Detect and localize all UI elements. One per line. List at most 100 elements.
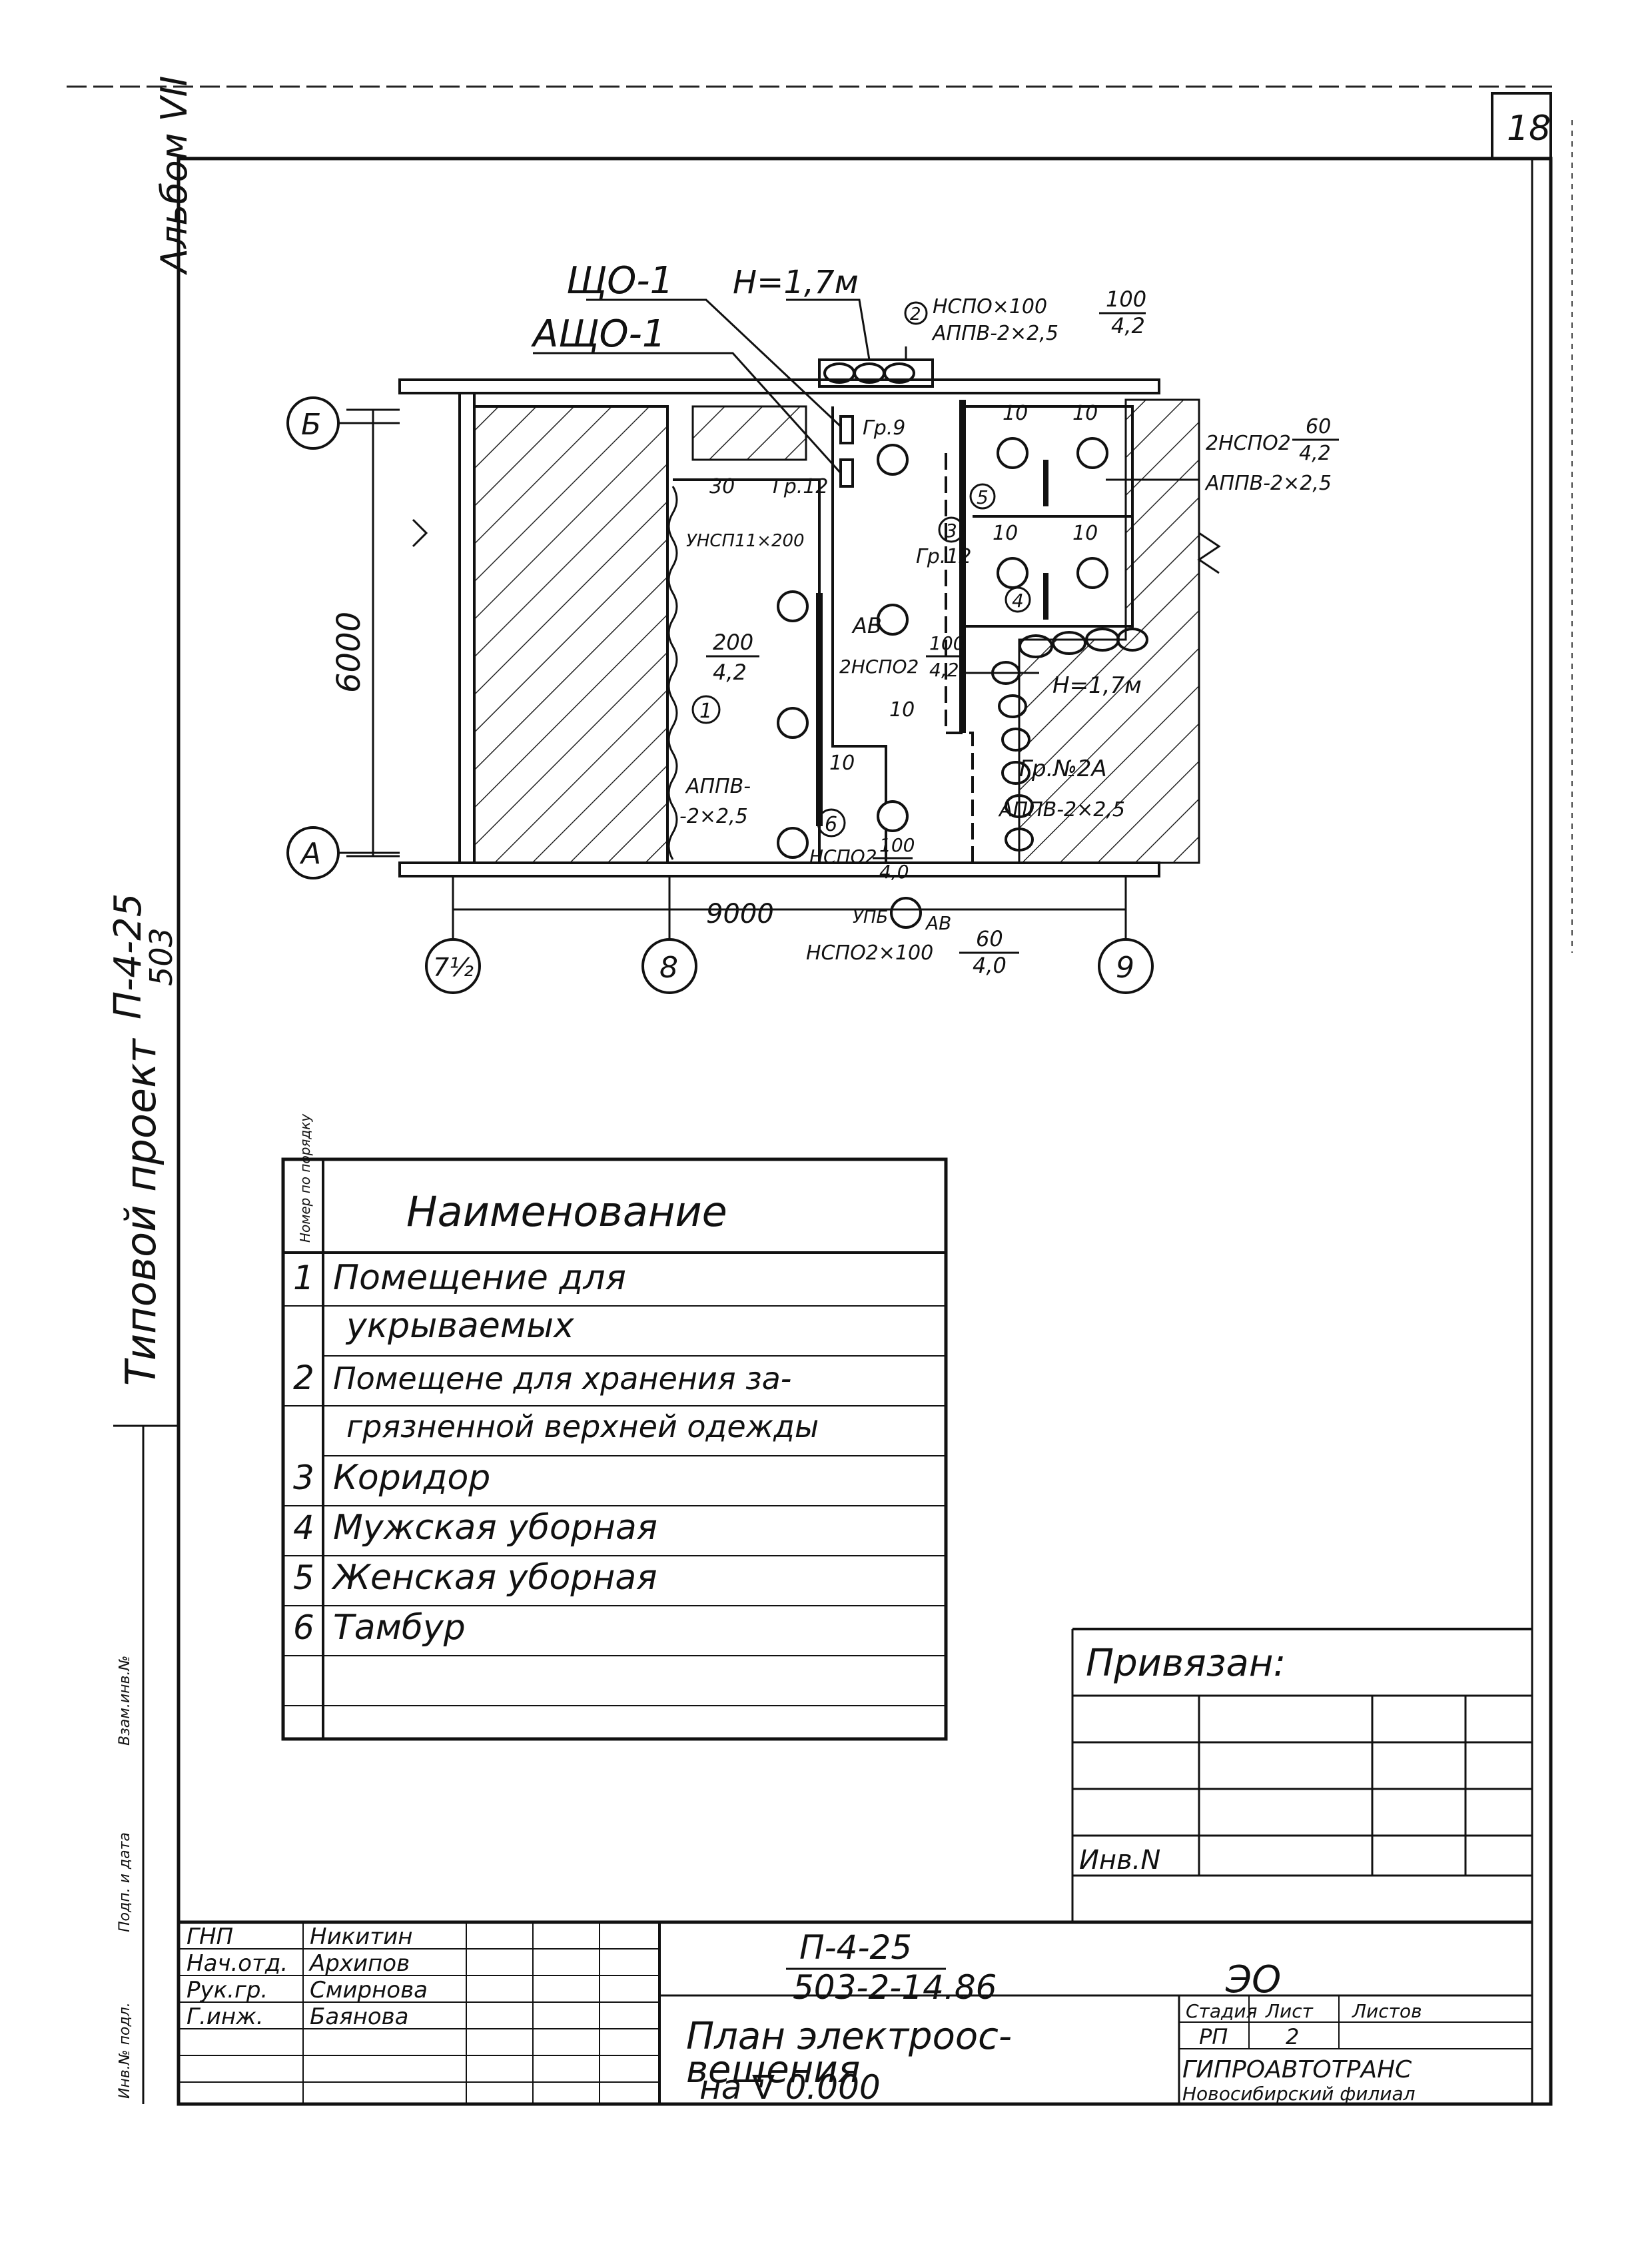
label-right-lamp-2: АППВ-2×2,5 <box>1204 472 1332 495</box>
legend-row-name: Тамбур <box>333 1608 466 1648</box>
lamp-toilet-4 <box>1076 557 1108 589</box>
label-h-top: Н=1,7м <box>733 264 859 301</box>
legend-row-name: Помещение для <box>333 1258 626 1298</box>
label-10f: 10 <box>829 752 855 775</box>
axis-bubble-8 <box>641 938 697 994</box>
corridor-right-wall <box>959 400 966 733</box>
lamp-room1-c <box>777 827 809 859</box>
legend-table <box>281 1157 948 1741</box>
axis-bubble-71 <box>425 938 481 994</box>
marker-room-2 <box>904 301 928 325</box>
signer-name: Баянова <box>310 2003 409 2030</box>
room-3-number: 3 <box>945 520 957 542</box>
drawing-title-3: на ∇ 0.000 <box>699 2068 881 2107</box>
label-appv-l1: АППВ- <box>685 775 751 798</box>
privyazan-inv: Инв.N <box>1079 1845 1160 1876</box>
margin-album: Альбом VII <box>153 75 195 273</box>
dim-9000: 9000 <box>706 899 774 929</box>
break-mark-left <box>412 518 428 548</box>
label-ab2: АВ <box>925 912 951 934</box>
axis-a-label: А <box>299 837 321 871</box>
label-gr12a: Гр.12 <box>773 475 828 498</box>
label-appv-l2: -2×2,5 <box>679 805 748 828</box>
org-name-1: ГИПРОАВТОТРАНС <box>1182 2056 1412 2083</box>
legend-row-number: 2 <box>293 1359 314 1397</box>
label-h-mid: Н=1,7м <box>1052 672 1142 699</box>
label-10c: 10 <box>993 522 1018 545</box>
frac-r-den: 4,2 <box>1299 442 1331 465</box>
shield-shch-box <box>839 415 854 444</box>
leader-lines <box>533 298 1199 674</box>
sheet-header: Лист <box>1265 2000 1314 2022</box>
org-name-2: Новосибирский филиал <box>1182 2083 1416 2105</box>
label-gr12b: Гр.12 <box>916 545 971 568</box>
signer-role: Нач.отд. <box>187 1950 288 1977</box>
room-1-number: 1 <box>699 700 712 723</box>
label-10b: 10 <box>1072 402 1098 425</box>
label-10d: 10 <box>1072 522 1098 545</box>
lamp-corridor <box>877 604 909 636</box>
label-appv-r: АППВ-2×2,5 <box>998 798 1125 822</box>
legend-header-name: Наименование <box>406 1187 727 1236</box>
axis-b-label: Б <box>301 408 321 442</box>
label-nspo-b: НСПО2×100 <box>806 941 933 965</box>
lamp-room1-a <box>777 590 809 622</box>
signer-role: Рук.гр. <box>187 1977 268 2003</box>
drawing-frame <box>177 157 1553 2106</box>
signer-name: Никитин <box>310 1924 412 1950</box>
room-markers <box>691 483 1031 838</box>
frac-b-num: 60 <box>976 926 1003 951</box>
frac-top-den: 4,2 <box>1111 313 1145 338</box>
legend-row-name: Коридор <box>333 1458 490 1498</box>
sheet-value: 2 <box>1286 2024 1299 2049</box>
title-code-1: П-4-25 <box>799 1928 912 1967</box>
signer-role: ГНП <box>187 1924 233 1950</box>
axis-71-label: 7½ <box>433 953 474 982</box>
stage-header: Стадия <box>1186 2000 1257 2022</box>
legend-header-num: Номер по порядку <box>297 1113 313 1243</box>
legend-row-name-cont: укрываемых <box>345 1306 575 1346</box>
lamp-toilet-2 <box>1076 437 1108 469</box>
frac-r-num: 60 <box>1306 415 1331 438</box>
room-5-number: 5 <box>977 486 989 508</box>
title-block <box>179 1920 1532 2104</box>
label-unb: УПБ <box>853 907 888 927</box>
frac-b-den: 4,0 <box>973 953 1007 978</box>
legend-row-number: 5 <box>293 1558 314 1597</box>
label-10a: 10 <box>1003 402 1028 425</box>
frac1-num: 200 <box>713 630 753 655</box>
label-30: 30 <box>709 475 735 498</box>
label-lamp-top-2: АППВ-2×2,5 <box>931 322 1058 345</box>
label-lamp-top-1: НСПО×100 <box>933 295 1047 318</box>
label-lamp-mid: 2НСПО2 <box>839 656 919 678</box>
lamps <box>777 437 1108 929</box>
drawing-title-1: План электроос- <box>686 2015 1012 2058</box>
label-right-lamp-1: 2НСПО2 <box>1206 432 1291 455</box>
margin-project-type: Типовой проект <box>117 1039 165 1386</box>
axis-8-label: 8 <box>659 951 678 985</box>
label-nspo-bot: НСПО2 <box>809 845 877 867</box>
room-4-number: 4 <box>1012 590 1024 612</box>
label-10e: 10 <box>889 698 915 722</box>
frac1-den: 4,2 <box>713 660 747 685</box>
sheet-number-box <box>1491 92 1552 160</box>
margin-stamp-inv: Инв.№ подл. <box>117 2002 133 2099</box>
wire-wavy <box>667 486 678 860</box>
label-uncp: УНСП11×200 <box>686 531 805 551</box>
floor-plan: ЩО-1 Н=1,7м АЩО-1 2 НСПО×100 АППВ-2×2,5 … <box>286 259 1339 994</box>
lamp-room1-b <box>777 707 809 739</box>
hatched-area-top <box>691 405 807 461</box>
legend-row-number: 1 <box>293 1259 314 1297</box>
frac-top-num: 100 <box>1106 286 1146 312</box>
room-6-number: 6 <box>825 813 837 836</box>
frac6-den: 4,0 <box>879 861 909 883</box>
drawing-title-2: вещения <box>686 2048 860 2091</box>
frac-mid-num: 100 <box>929 632 965 654</box>
legend-row-number: 4 <box>293 1508 314 1547</box>
legend-row-name: Помещене для хранения за- <box>333 1361 791 1397</box>
sheets-header: Листов <box>1352 2000 1422 2022</box>
label-ab1: АВ <box>851 613 882 638</box>
legend-row-number: 3 <box>293 1458 314 1497</box>
